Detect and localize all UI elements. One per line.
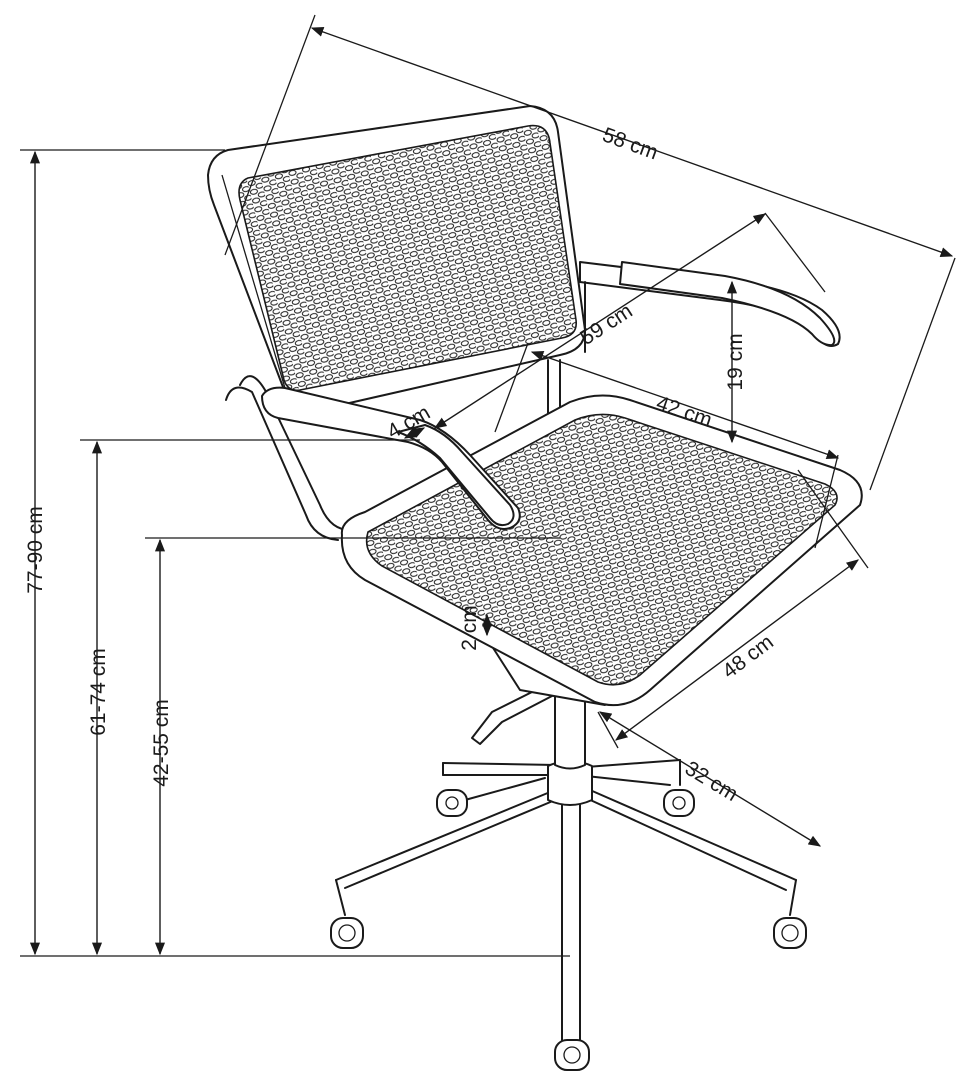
caster-front xyxy=(554,1039,590,1071)
label-seat-height: 42-55 cm xyxy=(150,699,173,787)
left-armrest xyxy=(261,386,521,530)
backrest xyxy=(207,105,586,413)
label-width: 58 cm xyxy=(599,123,661,164)
caster-left xyxy=(330,917,364,949)
label-armrest-to-seat: 19 cm xyxy=(724,333,747,390)
chair xyxy=(207,105,863,1071)
caster-right xyxy=(773,917,807,949)
label-total-height: 77-90 cm xyxy=(24,506,47,594)
side-frame-tube xyxy=(239,375,351,531)
chair-base xyxy=(330,679,807,1071)
dimension-lines xyxy=(20,14,956,957)
label-armrest-height: 61-74 cm xyxy=(87,648,110,736)
caster-back-right xyxy=(663,789,695,817)
label-seat-thickness: 2 cm xyxy=(458,605,481,651)
caster-back-left xyxy=(436,789,468,817)
